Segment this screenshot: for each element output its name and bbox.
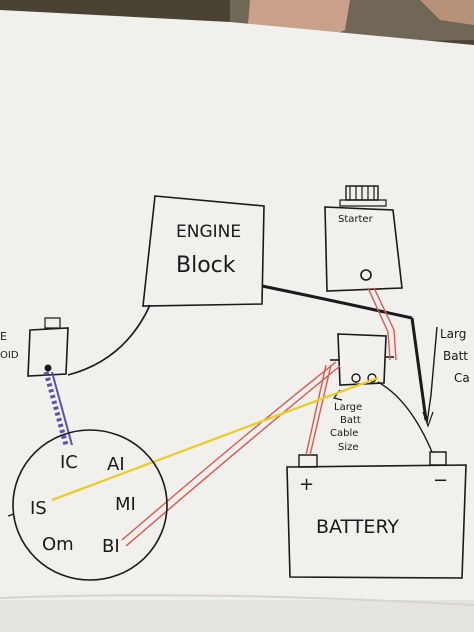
switch-terminal-ic: IC bbox=[60, 452, 78, 473]
starter-label: Starter bbox=[338, 214, 374, 225]
engine-block-label-line2: Block bbox=[176, 253, 236, 278]
ignition-switch-circle bbox=[12, 429, 168, 581]
left-solenoid-cap bbox=[44, 317, 61, 329]
battery-box bbox=[286, 464, 467, 579]
solenoid-to-neg-wire bbox=[377, 381, 433, 453]
battery-minus-sign: − bbox=[433, 470, 448, 491]
engine-block-label-line1: ENGINE bbox=[176, 222, 241, 242]
starter-mount bbox=[339, 199, 387, 207]
batt-cable-label-3: Cable bbox=[330, 428, 358, 439]
battery-negative-post bbox=[429, 451, 447, 466]
large-ground-label-1: Larg bbox=[440, 327, 466, 341]
starter-box bbox=[324, 206, 403, 292]
left-solenoid-label-1: E bbox=[0, 330, 7, 343]
starter-gear-teeth bbox=[349, 186, 375, 200]
paper-fold bbox=[0, 594, 474, 606]
solenoid-box bbox=[337, 333, 387, 386]
blue-wire bbox=[43, 371, 69, 446]
switch-terminal-is: IS bbox=[30, 498, 47, 519]
switch-terminal-om: Om bbox=[42, 534, 74, 555]
batt-cable-label-1: Large bbox=[334, 402, 362, 413]
batt-cable-label-2: Batt bbox=[340, 415, 361, 426]
red-wire-batt-b bbox=[309, 364, 332, 456]
left-solenoid-label-2: OID bbox=[0, 350, 19, 361]
red-wire-starter-a bbox=[367, 287, 391, 361]
block-to-solenoid-wire bbox=[67, 304, 151, 376]
ground-cable-arrow bbox=[426, 326, 438, 424]
switch-terminal-mi: MI bbox=[115, 494, 136, 515]
starter-terminal bbox=[360, 269, 372, 281]
ground-cable-block bbox=[261, 284, 413, 320]
switch-terminal-ai: AI bbox=[107, 454, 125, 475]
batt-cable-label-4: Size bbox=[338, 442, 359, 453]
red-wire-switch-a bbox=[121, 361, 337, 541]
large-ground-label-3: Ca bbox=[454, 371, 470, 385]
battery-plus-sign: + bbox=[299, 474, 314, 495]
switch-tick bbox=[7, 513, 15, 517]
battery-positive-post bbox=[298, 454, 318, 468]
foot-skin-2 bbox=[420, 0, 474, 25]
red-wire-starter-b bbox=[373, 287, 397, 361]
battery-label: BATTERY bbox=[316, 516, 399, 538]
paper-bottom-edge bbox=[0, 600, 474, 632]
switch-terminal-bi: BI bbox=[102, 536, 120, 557]
engine-block-box bbox=[142, 195, 265, 307]
large-ground-label-2: Batt bbox=[443, 349, 468, 363]
red-wire-switch-b bbox=[125, 365, 341, 547]
left-solenoid-terminal bbox=[44, 364, 52, 372]
ground-cable-down bbox=[410, 317, 428, 421]
ground-arrowhead bbox=[422, 411, 434, 428]
left-solenoid-box bbox=[27, 327, 69, 377]
yellow-wire bbox=[51, 376, 379, 502]
solenoid-terminal-left bbox=[351, 373, 361, 383]
